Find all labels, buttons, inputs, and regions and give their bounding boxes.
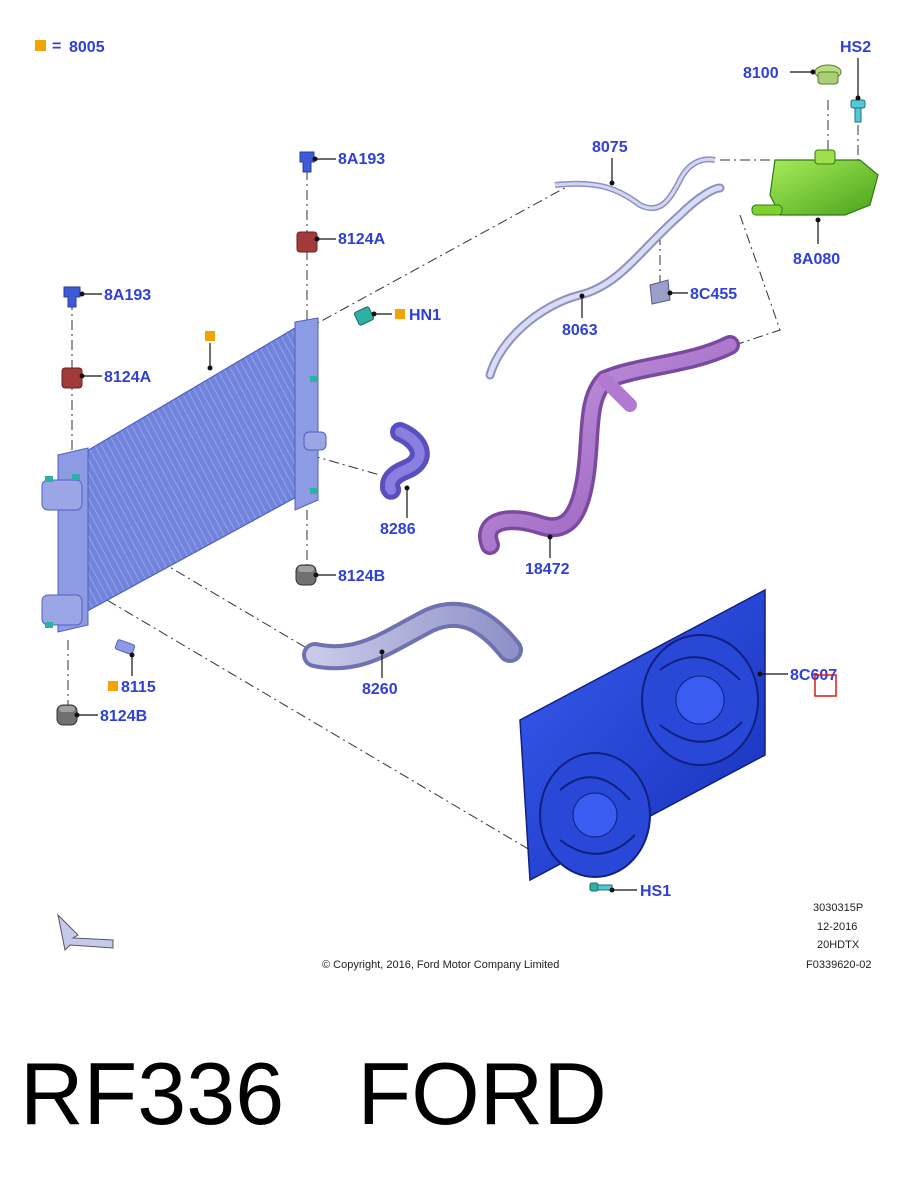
hose-8286 xyxy=(380,422,430,500)
mount-8124b-low xyxy=(56,704,78,726)
reservoir-cap xyxy=(814,64,842,85)
bracket-upper-right xyxy=(296,231,318,253)
hose-8260 xyxy=(302,601,523,671)
caption: RF336 FORD xyxy=(20,1044,607,1143)
callout-8c607: 8C607 xyxy=(790,667,837,684)
legend-square-icon xyxy=(35,40,46,51)
callout-8075: 8075 xyxy=(592,139,628,156)
callout-hs1: HS1 xyxy=(640,883,671,900)
info-line-1: 3030315P xyxy=(813,902,863,914)
bleed-screw-left xyxy=(63,286,81,308)
hn1-clip xyxy=(353,306,375,326)
fan-shroud xyxy=(519,588,766,882)
copyright: © Copyright, 2016, Ford Motor Company Li… xyxy=(322,959,559,971)
hose-8063 xyxy=(485,183,725,380)
callout-8a193-top: 8A193 xyxy=(338,151,385,168)
radiator xyxy=(41,317,327,633)
callout-8124a-left: 8124A xyxy=(104,369,152,386)
callout-8286: 8286 xyxy=(380,521,416,538)
legend-equals: = xyxy=(52,38,61,55)
bracket-upper-left xyxy=(61,367,83,389)
mount-8124b-mid xyxy=(295,564,317,586)
coolant-reservoir xyxy=(751,149,879,216)
callout-8a080: 8A080 xyxy=(793,251,840,268)
info-line-2: 12-2016 xyxy=(817,921,857,933)
info-line-3: 20HDTX xyxy=(817,939,860,951)
bracket-8c455 xyxy=(649,279,671,305)
bolt-hs1 xyxy=(589,882,613,892)
callout-18472: 18472 xyxy=(525,561,570,578)
8115-marker-icon xyxy=(108,681,118,691)
callout-8124a-top: 8124A xyxy=(338,231,386,248)
sensor-8115 xyxy=(114,639,136,655)
callout-8a193-left: 8A193 xyxy=(104,287,151,304)
hose-18472 xyxy=(478,335,740,555)
radiator-marker-icon xyxy=(205,331,215,341)
parts-diagram: = 8005 8A193 81 xyxy=(35,38,879,971)
highlight-box xyxy=(814,674,837,697)
hose-8075 xyxy=(554,156,716,212)
info-line-4: F0339620-02 xyxy=(806,959,871,971)
hn1-marker-icon xyxy=(395,309,405,319)
bolt-hs2 xyxy=(850,99,866,123)
front-arrow-icon xyxy=(57,913,114,952)
callout-hn1: HN1 xyxy=(409,307,441,324)
bleed-screw-top xyxy=(299,151,315,173)
callout-8124b-mid: 8124B xyxy=(338,568,385,585)
legend-code: 8005 xyxy=(69,39,105,56)
callout-hs2: HS2 xyxy=(840,39,871,56)
callout-8c455: 8C455 xyxy=(690,286,737,303)
callout-8100: 8100 xyxy=(743,65,779,82)
callout-8260: 8260 xyxy=(362,681,398,698)
callout-8115: 8115 xyxy=(121,679,156,696)
callout-8124b-low: 8124B xyxy=(100,708,147,725)
callout-8063: 8063 xyxy=(562,322,598,339)
